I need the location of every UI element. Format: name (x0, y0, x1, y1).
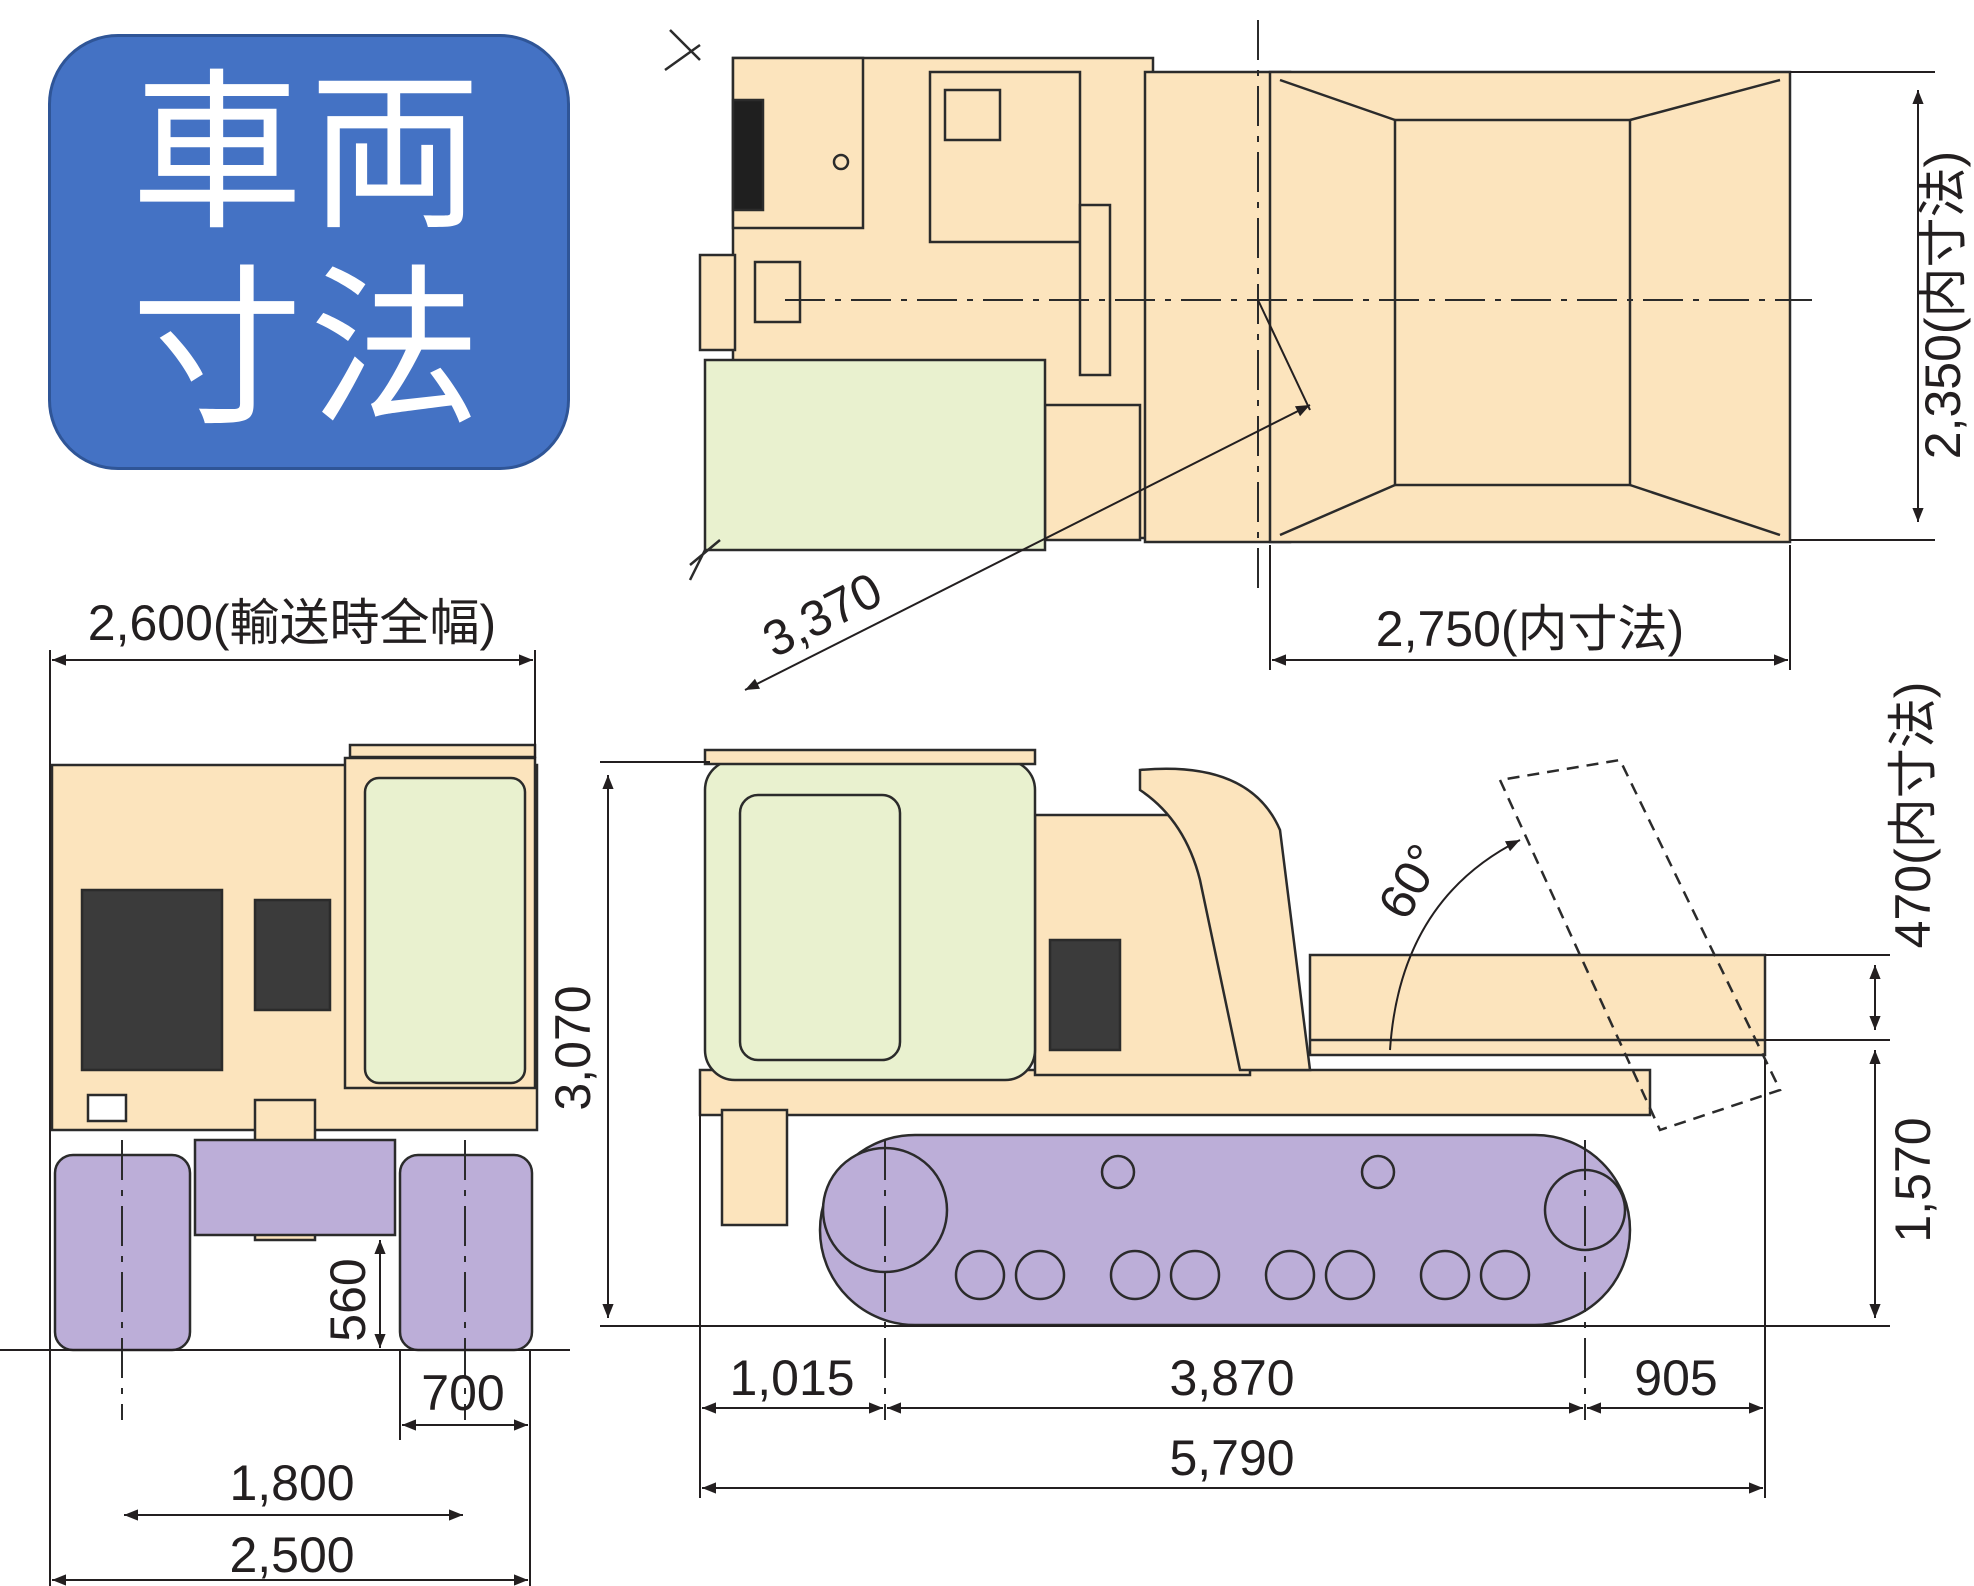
title-box: 車両 寸法 (48, 34, 570, 470)
front-view-dimensions (0, 650, 570, 1586)
top-frame-block (1043, 403, 1142, 542)
front-cab-glass (363, 776, 527, 1085)
title-line-1: 車両 (131, 53, 487, 254)
front-view (50, 743, 539, 1420)
front-left-track (53, 1153, 192, 1352)
side-roof (703, 748, 1037, 766)
side-view (698, 748, 1782, 1420)
top-step-plate (753, 260, 802, 324)
dim-transport-width: 2,600(輸送時全幅) (88, 595, 496, 651)
dim-bed-inner-height: 470(内寸法) (1885, 682, 1941, 949)
dim-ground-clearance: 560 (320, 1258, 376, 1341)
top-step (698, 253, 737, 352)
front-light (86, 1093, 128, 1123)
top-view-dimensions (744, 71, 1935, 691)
side-ladder (720, 1108, 789, 1227)
dim-overall-height: 3,070 (545, 985, 601, 1110)
dim-rear-overhang: 905 (1634, 1350, 1717, 1406)
dim-bed-inner-length: 2,750(内寸法) (1376, 601, 1684, 657)
top-hood-panel (928, 70, 1082, 244)
side-view-dimensions (600, 761, 1890, 1498)
side-cab-window (738, 793, 902, 1062)
dim-tumbler-distance: 3,870 (1169, 1350, 1294, 1406)
top-radiator-grille (731, 98, 765, 212)
dim-shoe-width: 700 (421, 1365, 504, 1421)
dim-track-gauge: 1,800 (229, 1455, 354, 1511)
front-right-track (398, 1153, 534, 1352)
dim-swing-radius: 3,370 (754, 562, 891, 669)
dim-front-overhang: 1,015 (729, 1350, 854, 1406)
side-radiator (1048, 938, 1122, 1052)
front-radiator (80, 888, 224, 1072)
side-raised-bed (1498, 758, 1782, 1132)
dim-bed-height: 1,570 (1885, 1117, 1941, 1242)
title-line-2: 寸法 (131, 249, 487, 450)
dim-overall-width: 2,500 (229, 1527, 354, 1583)
top-fuel-cap (832, 153, 850, 171)
top-inspection-cover (943, 88, 1002, 142)
top-cab-roof (703, 358, 1047, 552)
dim-overall-length: 5,790 (1169, 1430, 1294, 1486)
dim-dump-angle: 60° (1367, 835, 1453, 928)
side-cab-guard (1138, 767, 1312, 1072)
side-bed (1308, 953, 1767, 1057)
front-roof-rail (348, 743, 537, 759)
top-bed-inner (1268, 70, 1792, 544)
dim-bed-inner-width: 2,350(内寸法) (1915, 151, 1971, 459)
front-louver (253, 898, 332, 1012)
front-undercarriage (193, 1138, 397, 1237)
top-bed-outer (1143, 70, 1292, 544)
top-view (664, 20, 1812, 590)
top-handrail (1078, 203, 1112, 377)
